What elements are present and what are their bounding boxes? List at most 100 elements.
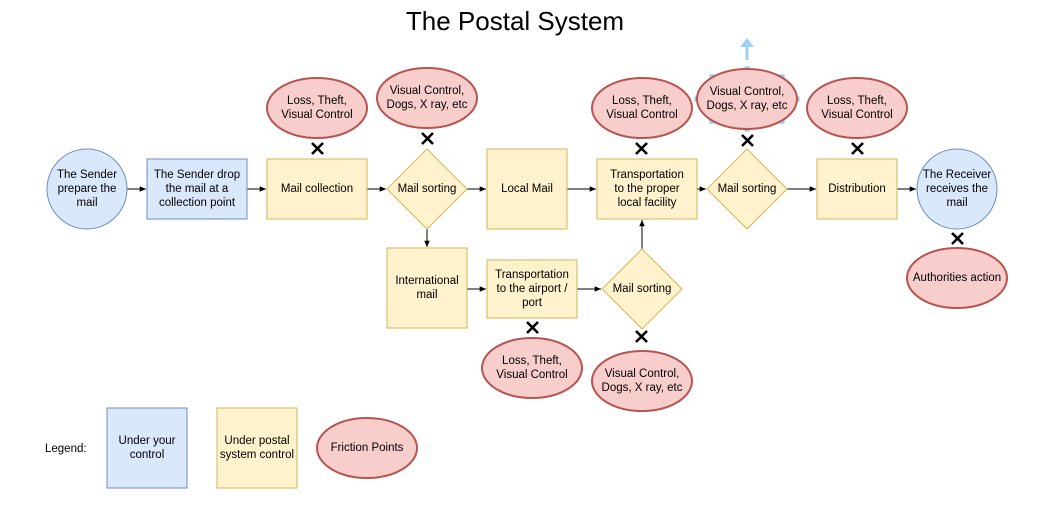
node-sender-prepare-shape — [46, 148, 128, 230]
friction-crosses — [311, 132, 964, 343]
node-sender-prepare[interactable]: The Sender prepare the mail — [46, 148, 128, 230]
friction-transport-local-shape — [591, 77, 693, 139]
node-international-mail-label: mail — [416, 289, 437, 301]
friction-transport-local-label: Loss, Theft, — [612, 95, 672, 107]
friction-sorting-3[interactable]: Visual Control, Dogs, X ray, etc — [591, 350, 693, 412]
node-international-mail-shape — [386, 247, 468, 329]
legend-under-your-control-label: control — [130, 449, 165, 461]
friction-collection[interactable]: Loss, Theft, Visual Control — [266, 77, 368, 139]
node-transport-airport-shape — [486, 259, 578, 319]
cross-icon — [951, 232, 964, 245]
node-mail-sorting-1[interactable]: Mail sorting — [386, 148, 468, 230]
node-transport-local-label: Transportation — [610, 169, 684, 181]
cross-icon — [851, 142, 864, 155]
node-mail-collection-shape — [266, 158, 368, 220]
friction-transport-airport-label: Loss, Theft, — [502, 355, 562, 367]
legend-under-your-control[interactable]: Under your control — [106, 407, 188, 489]
friction-receiver[interactable]: Authorities action — [906, 247, 1008, 309]
node-sender-drop-shape — [146, 158, 248, 220]
node-mail-sorting-2-shape — [706, 148, 788, 230]
legend-friction-points[interactable]: Friction Points — [316, 417, 418, 479]
legend-under-postal-control-label: Under postal — [224, 435, 289, 447]
node-sender-prepare-label: The Sender — [57, 169, 117, 181]
friction-distribution-shape — [806, 77, 908, 139]
node-transport-airport[interactable]: Transportation to the airport / port — [486, 259, 578, 319]
node-mail-sorting-1-label: Mail sorting — [398, 183, 457, 195]
legend-under-your-control-shape — [106, 407, 188, 489]
node-mail-sorting-2[interactable]: Mail sorting — [706, 148, 788, 230]
node-transport-airport-label: Transportation — [495, 269, 569, 281]
friction-sorting-2-shape — [696, 68, 798, 130]
node-local-mail-label: Local Mail — [501, 183, 553, 195]
node-transport-local-label: local facility — [618, 197, 677, 209]
legend-under-your-control-label: Under your — [119, 435, 176, 447]
friction-sorting-1-label: Dogs, X ray, etc — [387, 99, 468, 111]
node-sender-drop-label: collection point — [159, 197, 236, 209]
rotate-handle-icon[interactable] — [740, 38, 754, 60]
friction-distribution[interactable]: Loss, Theft,Visual Control — [806, 77, 908, 139]
node-sender-drop[interactable]: The Sender drop the mail at a collection p… — [146, 158, 248, 220]
friction-receiver-label: Authorities action — [913, 272, 1001, 284]
node-mail-sorting-3[interactable]: Mail sorting — [601, 248, 683, 330]
friction-transport-airport-label: Visual Control — [496, 369, 567, 381]
friction-transport-airport[interactable]: Loss, Theft, Visual Control — [481, 337, 583, 399]
cross-icon — [526, 321, 539, 334]
node-local-mail-shape — [486, 148, 568, 230]
node-mail-collection[interactable]: Mail collection — [266, 158, 368, 220]
node-receiver-label: receives the — [926, 183, 988, 195]
friction-transport-airport-shape — [481, 337, 583, 399]
friction-collection-shape — [266, 77, 368, 139]
diagram-title: The Postal System — [405, 6, 625, 36]
node-transport-airport-label: port — [522, 297, 543, 309]
cross-icon — [311, 142, 324, 155]
node-distribution-shape — [816, 158, 898, 220]
node-receiver[interactable]: The Receiver receives the mail — [916, 148, 998, 230]
node-distribution[interactable]: Distribution — [816, 158, 898, 220]
friction-sorting-3-label: Visual Control, — [605, 368, 680, 380]
legend-friction-points-label: Friction Points — [331, 442, 404, 454]
node-mail-sorting-3-label: Mail sorting — [613, 283, 672, 295]
friction-receiver-shape — [906, 247, 1008, 309]
friction-sorting-1-label: Visual Control, — [390, 85, 465, 97]
node-transport-local-shape — [596, 158, 698, 220]
node-receiver-label: The Receiver — [923, 169, 992, 181]
friction-sorting-1-shape — [376, 67, 478, 129]
legend-under-postal-control-label: system control — [220, 449, 294, 461]
connectors — [127, 186, 916, 292]
friction-collection-label: Loss, Theft, — [287, 95, 347, 107]
legend-label: Legend: — [45, 443, 87, 455]
node-transport-local-label: to the proper — [614, 183, 679, 195]
cross-icon — [635, 330, 648, 343]
friction-distribution-label: Visual Control — [821, 109, 892, 121]
node-sender-drop-label: the mail at a — [166, 183, 229, 195]
node-mail-sorting-3-shape — [601, 248, 683, 330]
friction-sorting-2-label: Dogs, X ray, etc — [707, 100, 788, 112]
friction-transport-local[interactable]: Loss, Theft,Visual Control — [591, 77, 693, 139]
node-international-mail[interactable]: International mail — [386, 247, 468, 329]
legend-under-postal-control-shape — [216, 407, 298, 489]
node-sender-prepare-label: mail — [76, 197, 97, 209]
node-distribution-label: Distribution — [828, 183, 886, 195]
node-transport-local[interactable]: Transportation to the proper local facilit… — [596, 158, 698, 220]
node-sender-prepare-label: prepare the — [58, 183, 117, 195]
node-mail-collection-label: Mail collection — [281, 183, 353, 195]
node-transport-airport-label: to the airport / — [497, 283, 569, 295]
node-local-mail[interactable]: Local Mail — [486, 148, 568, 230]
diagram-nodes: The Sender prepare the mail The Sender drop… — [45, 67, 1008, 489]
node-international-mail-label: International — [395, 275, 458, 287]
node-receiver-shape — [916, 148, 998, 230]
cross-icon — [741, 134, 754, 147]
node-receiver-label: mail — [946, 197, 967, 209]
friction-sorting-2-label: Visual Control, — [710, 86, 785, 98]
friction-sorting-1[interactable]: Visual Control, Dogs, X ray, etc — [376, 67, 478, 129]
legend-under-postal-control[interactable]: Under postal system control — [216, 407, 298, 489]
node-mail-sorting-2-label: Mail sorting — [718, 183, 777, 195]
legend-friction-points-shape — [316, 417, 418, 479]
friction-sorting-3-label: Dogs, X ray, etc — [602, 382, 683, 394]
node-mail-sorting-1-shape — [386, 148, 468, 230]
friction-collection-label: Visual Control — [281, 109, 352, 121]
node-sender-drop-label: The Sender drop — [154, 169, 240, 181]
friction-sorting-2[interactable]: Visual Control, Dogs, X ray, etc — [696, 68, 798, 130]
cross-icon — [421, 132, 434, 145]
